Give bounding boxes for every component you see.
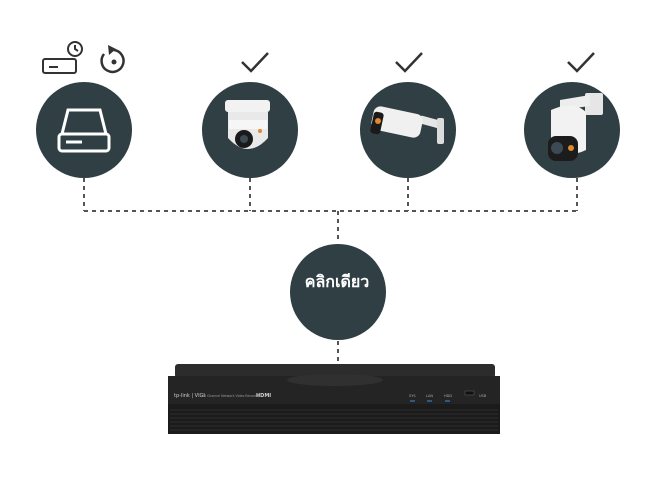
dome-camera-icon xyxy=(225,100,270,149)
bullet-camera-icon xyxy=(370,106,444,144)
nvr-brand: tp-link | VIGI xyxy=(174,393,205,399)
nvr-led-lan: LAN xyxy=(426,394,433,398)
nvr-led-sys: SYS xyxy=(409,394,416,398)
nvr-usb-label: USB xyxy=(479,394,487,398)
bullet-camera-node xyxy=(360,82,456,178)
storage-drive-node xyxy=(36,82,132,178)
connector-lines xyxy=(83,178,578,366)
drive-schedule-icon xyxy=(42,41,83,74)
ptz-camera-icon xyxy=(548,93,603,161)
nvr-recorder: tp-link | VIGI 16 Channel Network Video … xyxy=(168,364,500,434)
ptz-camera-node xyxy=(524,82,620,178)
nvr-model: 16 Channel Network Video Recorder xyxy=(202,394,260,398)
restore-icon xyxy=(100,45,125,74)
dome-camera-node xyxy=(202,82,298,178)
checkmark-icon xyxy=(395,52,423,73)
nvr-usb-port xyxy=(464,390,475,396)
hub-circle xyxy=(290,244,386,340)
hub-label: คลิกเดียว xyxy=(304,272,370,291)
hard-drive-icon xyxy=(57,108,111,153)
checkmark-icon xyxy=(567,52,595,73)
nvr-port-label: HDMI xyxy=(256,393,271,399)
checkmark-icon xyxy=(241,52,269,73)
nvr-led-hdd: HDD xyxy=(444,394,452,398)
